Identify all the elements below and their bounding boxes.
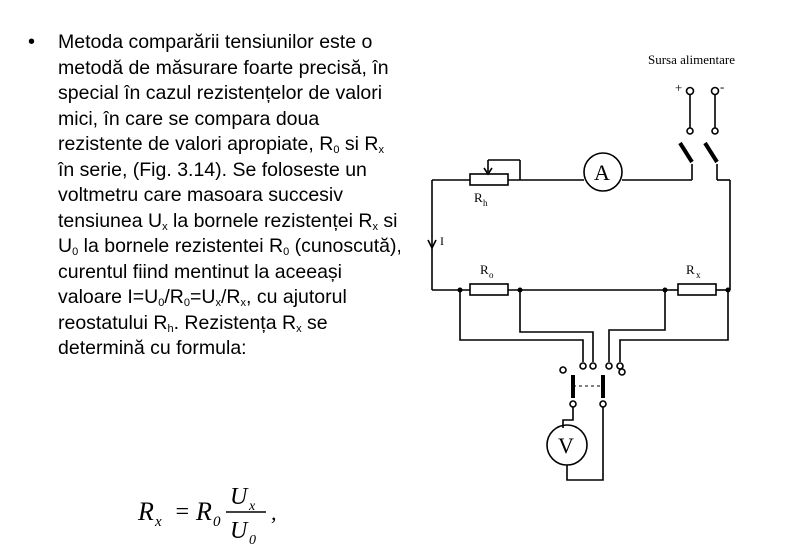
voltmeter: V [546,424,588,466]
description-paragraph: Metoda comparării tensiunilor este o met… [58,31,400,359]
svg-text:R: R [480,262,489,277]
ammeter: A [583,152,623,192]
formula-numerator: U [230,484,249,510]
supply-minus: - [720,79,724,94]
current-arrow: I [427,234,444,250]
formula-equals: = [174,499,190,525]
formula-denominator-sub: 0 [249,533,256,548]
selector-switch [559,362,626,408]
resistor-rx: R x [677,262,717,296]
supply-plus: + [675,80,682,95]
svg-text:R: R [474,190,483,205]
svg-text:R: R [686,262,695,277]
rheostat-rh: R h [469,159,521,208]
resistor-r0: R o [469,262,509,296]
supply-label: Sursa alimentare [648,52,735,67]
bullet-marker: • [28,31,36,53]
main-switch [678,141,719,180]
formula-denominator: U [230,518,249,544]
svg-text:x: x [696,270,701,280]
svg-text:h: h [483,198,488,208]
svg-text:V: V [558,433,574,458]
formula-numerator-sub: x [248,499,256,514]
svg-text:I: I [440,234,444,248]
formula-comma: , [271,500,277,525]
circuit-diagram: Sursa alimentare + - R h A I [427,52,735,481]
svg-text:A: A [594,160,610,185]
svg-text:o: o [489,270,494,280]
formula-r0: R [195,497,212,526]
description-text: • Metoda comparării tensiunilor este o m… [28,30,400,462]
formula-lhs-sub: x [154,514,162,530]
formula-r0-sub: 0 [213,514,221,530]
supply-terminals [685,86,720,135]
formula-lhs: R [137,497,154,526]
formula: R x = R 0 U x U 0 , [137,484,277,548]
